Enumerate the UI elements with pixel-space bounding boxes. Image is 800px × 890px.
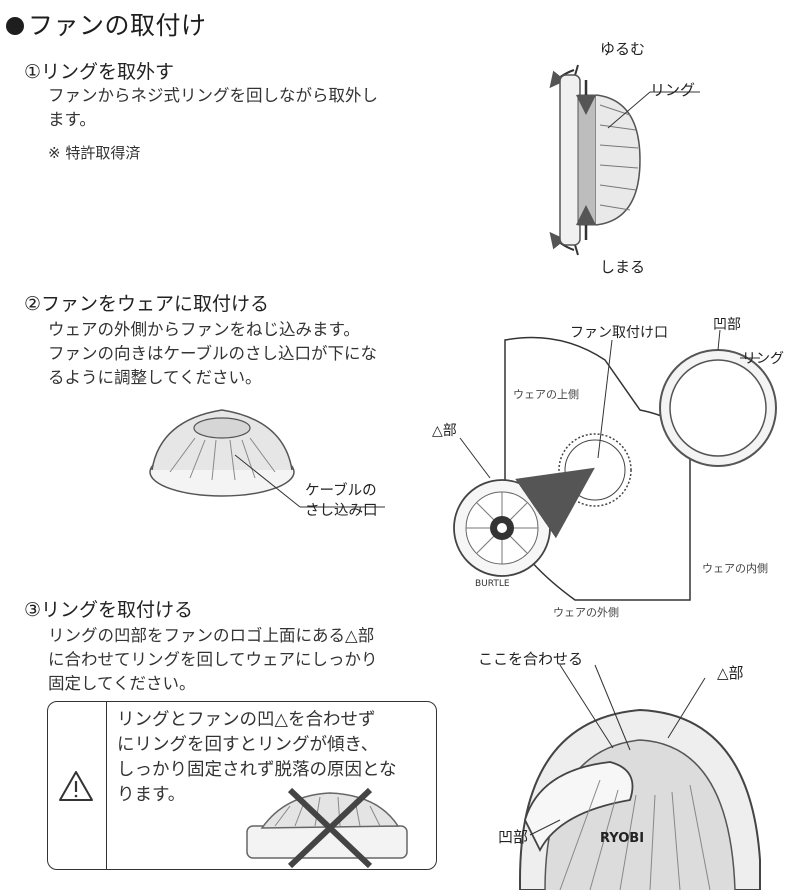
label-ring-2: リング [742, 351, 784, 367]
warning-divider [106, 702, 107, 869]
brand-burtle: BURTLE [475, 579, 510, 589]
brand-ryobi: RYOBI [600, 831, 644, 846]
label-triangle-2: △部 [432, 423, 457, 439]
label-wear-top: ウェアの上側 [513, 388, 579, 401]
warning-triangle-icon [59, 771, 93, 801]
label-fan-mount: ファン取付け口 [570, 325, 668, 341]
step1-text: ファンからネジ式リングを回しながら取外し ます。 [48, 86, 378, 129]
label-tighten: しまる [600, 258, 646, 276]
ring-removal-diagram [549, 64, 700, 256]
label-loosen: ゆるむ [600, 40, 646, 58]
bullet-icon [6, 17, 24, 35]
label-cable-port: ケーブルの さし込み口 [305, 483, 378, 519]
warning-box [47, 701, 437, 870]
label-triangle-3: △部 [717, 664, 744, 682]
step3-text: リングの凹部をファンのロゴ上面にある△部 に合わせてリングを回してウェアにしっか… [48, 626, 378, 693]
label-wear-inside: ウェアの内側 [702, 562, 768, 575]
step3-heading: ③リングを取付ける [24, 599, 194, 621]
patent-note: ※ 特許取得済 [48, 144, 141, 162]
page-title: ファンの取付け [6, 6, 207, 42]
label-align-here: ここを合わせる [478, 650, 584, 668]
ring-attach-diagram: RYOBI [519, 664, 761, 890]
label-recess-3: 凹部 [498, 828, 529, 846]
wear-attach-diagram: BURTLE [453, 329, 777, 601]
label-recess-2: 凹部 [713, 317, 741, 333]
crossed-fan-illustration [246, 787, 408, 869]
label-wear-outside: ウェアの外側 [553, 606, 619, 619]
step2-text: ウェアの外側からファンをねじ込みます。 ファンの向きはケーブルのさし込口が下にな… [48, 320, 378, 387]
fan-top-illustration [149, 409, 385, 508]
label-ring-1: リング [650, 81, 696, 99]
warning-text: リングとファンの凹△を合わせず にリングを回すとリングが傾き、 しっかり固定され… [117, 710, 397, 805]
step1-heading: ①リングを取外す [24, 61, 175, 83]
step2-heading: ②ファンをウェアに取付ける [24, 293, 270, 315]
